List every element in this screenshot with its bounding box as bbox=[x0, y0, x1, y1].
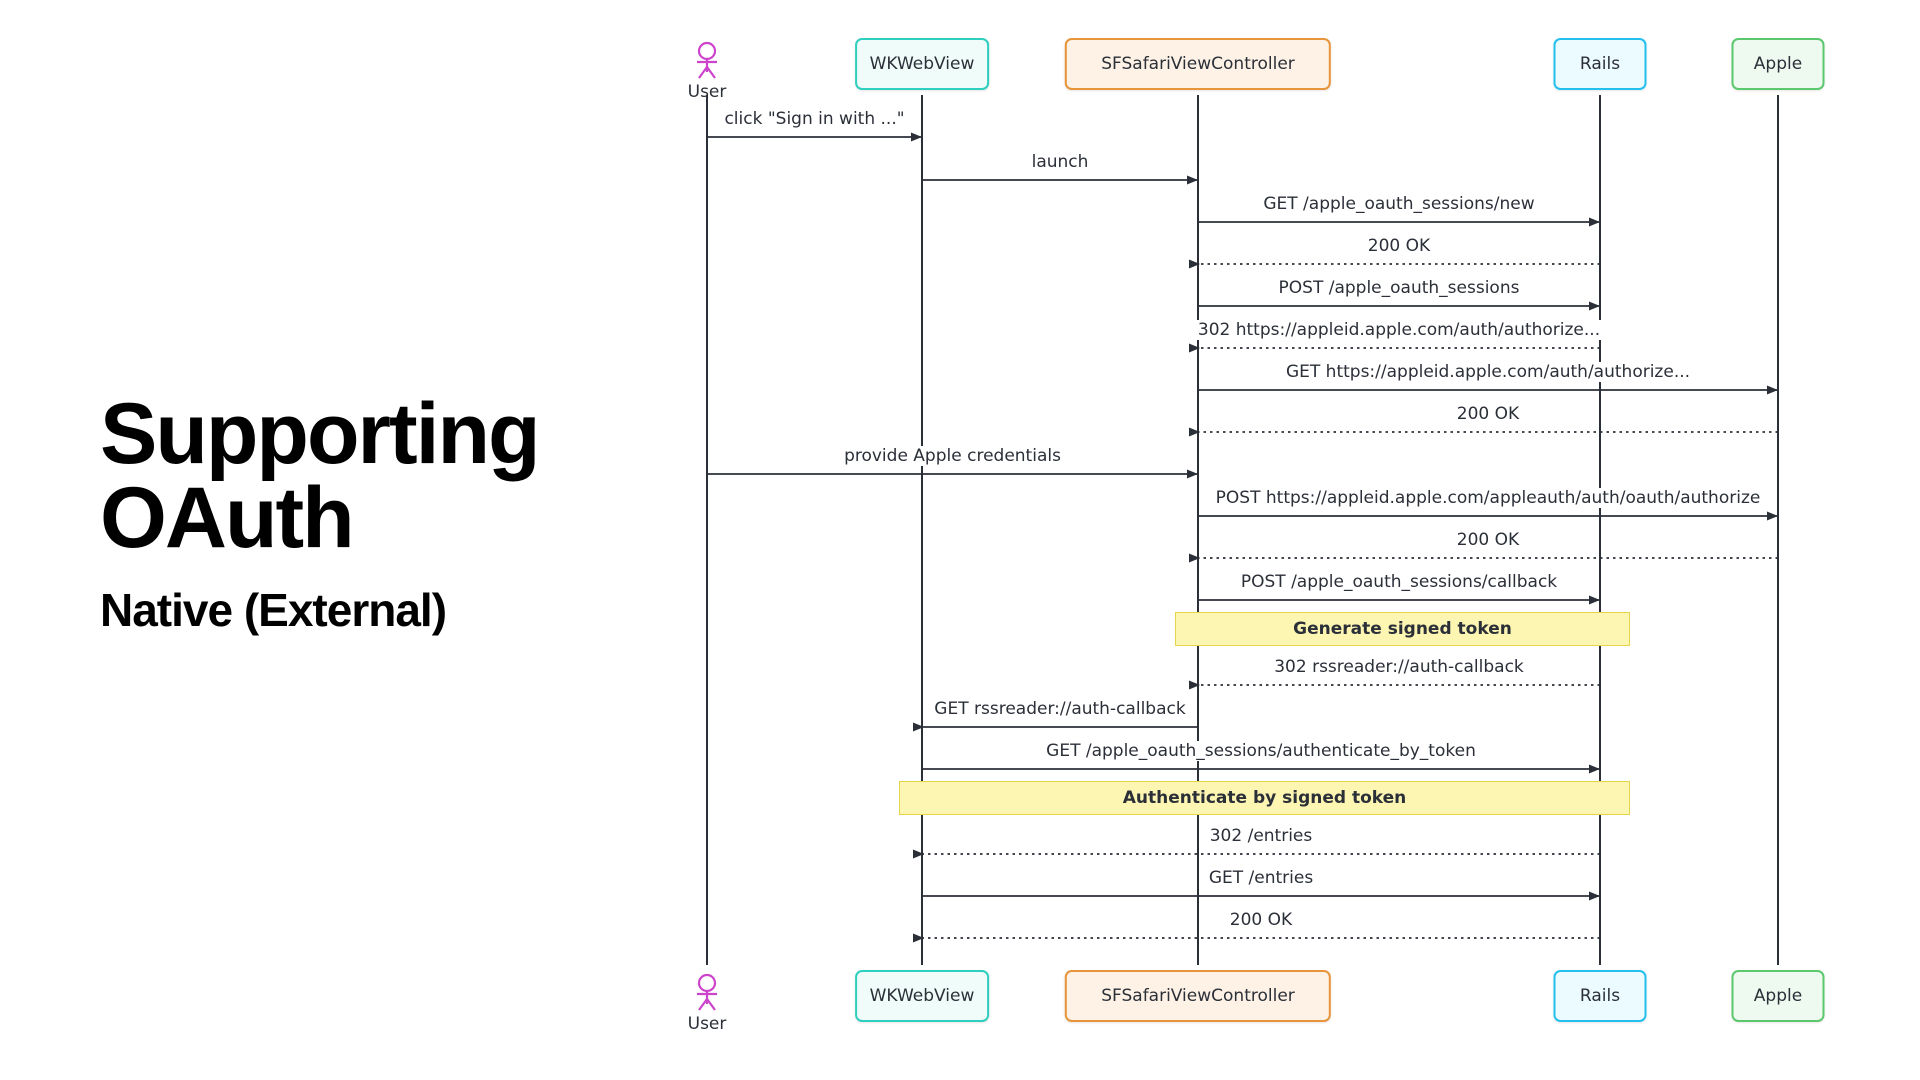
participant-box-wk-bottom[interactable]: WKWebView bbox=[855, 970, 989, 1022]
message-label-9: POST https://appleid.apple.com/appleauth… bbox=[1210, 488, 1766, 508]
note-box-1: Authenticate by signed token bbox=[899, 781, 1630, 815]
message-label-10: 200 OK bbox=[1451, 530, 1525, 550]
message-label-17: 200 OK bbox=[1224, 910, 1298, 930]
participant-label-user-bottom: User bbox=[687, 1014, 727, 1034]
message-label-15: 302 /entries bbox=[1204, 826, 1318, 846]
message-label-2: GET /apple_oauth_sessions/new bbox=[1258, 194, 1540, 214]
participant-box-rails-top[interactable]: Rails bbox=[1553, 38, 1647, 90]
message-label-14: GET /apple_oauth_sessions/authenticate_b… bbox=[1041, 741, 1481, 761]
participant-box-sf-top[interactable]: SFSafariViewController bbox=[1064, 38, 1332, 90]
participant-box-rails-bottom[interactable]: Rails bbox=[1553, 970, 1647, 1022]
actor-icon-user-bottom bbox=[697, 973, 717, 1011]
participant-box-sf-bottom[interactable]: SFSafariViewController bbox=[1064, 970, 1332, 1022]
message-label-13: GET rssreader://auth-callback bbox=[929, 699, 1191, 719]
message-label-12: 302 rssreader://auth-callback bbox=[1269, 657, 1529, 677]
message-label-5: 302 https://appleid.apple.com/auth/autho… bbox=[1192, 320, 1606, 340]
message-arrows-group bbox=[707, 132, 1778, 943]
title-block: Supporting OAuth Native (External) bbox=[100, 386, 660, 636]
participant-box-apple-bottom[interactable]: Apple bbox=[1731, 970, 1825, 1022]
note-box-0: Generate signed token bbox=[1175, 612, 1630, 646]
actor-icons-group bbox=[697, 41, 717, 1011]
message-label-7: 200 OK bbox=[1451, 404, 1525, 424]
message-label-6: GET https://appleid.apple.com/auth/autho… bbox=[1280, 362, 1696, 382]
page-subtitle: Native (External) bbox=[100, 583, 447, 636]
lifelines-group bbox=[706, 95, 1779, 965]
participant-box-apple-top[interactable]: Apple bbox=[1731, 38, 1825, 90]
actor-icon-user-top bbox=[697, 41, 717, 79]
participant-box-wk-top[interactable]: WKWebView bbox=[855, 38, 989, 90]
message-label-16: GET /entries bbox=[1203, 868, 1319, 888]
participant-label-user-top: User bbox=[687, 82, 727, 102]
message-label-1: launch bbox=[1026, 152, 1094, 172]
message-label-4: POST /apple_oauth_sessions bbox=[1273, 278, 1525, 298]
message-label-3: 200 OK bbox=[1362, 236, 1436, 256]
message-label-0: click "Sign in with ..." bbox=[719, 109, 910, 129]
message-label-8: provide Apple credentials bbox=[839, 446, 1066, 466]
page-title: Supporting OAuth bbox=[100, 386, 541, 567]
message-label-11: POST /apple_oauth_sessions/callback bbox=[1235, 572, 1563, 592]
